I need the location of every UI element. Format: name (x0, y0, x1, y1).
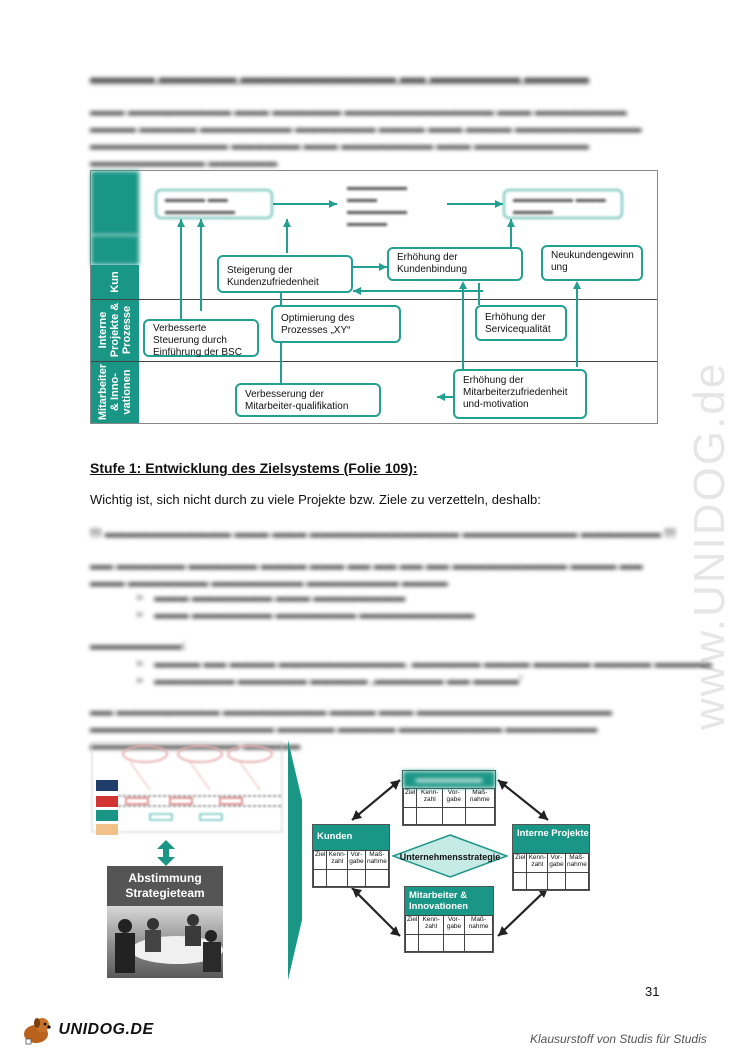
col-ziel: Ziel (312, 850, 328, 870)
blurred-box-3: ▬▬▬▬▬▬ ▬▬▬ ▬▬▬▬ (503, 189, 623, 219)
team-photo-image (115, 914, 223, 973)
blurred-box-2: ▬▬▬▬▬▬ ▬▬▬ ▬▬▬▬▬▬ ▬▬▬▬ (337, 177, 447, 229)
col-ziel: Ziel (512, 853, 528, 873)
col-vorgabe: Vor-gabe (547, 853, 566, 873)
color-strip-orange (96, 824, 118, 835)
cause-effect-diagram: Kun Interne Projekte & Prozesse Mitarbei… (90, 170, 658, 424)
col-ziel: Ziel (402, 788, 418, 808)
logo-text: UNIDOG.DE (58, 1021, 154, 1038)
box-steuerung: Verbesserte Steuerung durch Einführung d… (143, 319, 259, 358)
col-kennzahl: Kenn-zahl (526, 853, 549, 873)
watermark-text: www.UNIDOG.de (685, 362, 734, 731)
blurred-bullet-3: ➢ ▬▬▬▬ ▬▬ ▬▬▬▬ ▬▬▬▬▬▬▬▬▬▬▬, ▬▬▬▬▬▬ ▬▬▬▬ … (135, 658, 712, 670)
perspective-interne: Interne Projekte & Prozesse ZielKenn-zah… (512, 824, 590, 891)
blurred-paragraph: ▬▬▬ ▬▬▬▬▬▬▬▬▬ ▬▬▬ ▬▬▬▬▬▬ ▬▬▬▬▬▬▬▬▬▬▬▬▬ ▬… (90, 106, 642, 169)
footer-slogan: Klausurstoff von Studis für Studis (530, 1032, 707, 1046)
blurred-box-1: ▬▬▬▬ ▬▬ ▬▬▬▬▬▬▬ (155, 189, 273, 219)
col-kennzahl: Kenn-zahl (416, 788, 443, 808)
strategy-label: Unternehmensstrategie (400, 852, 501, 862)
team-photo (107, 906, 223, 978)
watermark: www.UNIDOG.de (685, 362, 734, 731)
color-strip-blue (96, 780, 118, 791)
col-vorgabe: Vor-gabe (347, 850, 366, 870)
strategy-graphic: Abstimmung Strategieteam (90, 740, 590, 980)
row-divider-1 (91, 299, 657, 300)
row-divider-2 (91, 361, 657, 362)
col-vorgabe: Vor-gabe (442, 915, 466, 935)
box-qualifikation: Verbesserung der Mitarbeiter-qualifikati… (235, 383, 381, 417)
team-label: Abstimmung Strategieteam (107, 866, 223, 906)
col-massnahme: Maß-nahme (364, 850, 390, 870)
unidog-logo: UNIDOG.DE (20, 1015, 154, 1045)
box-servicequalitaet: Erhöhung der Servicequalität (475, 305, 567, 341)
col-ziel: Ziel (404, 915, 420, 935)
col-kennzahl: Kenn-zahl (418, 915, 444, 935)
color-strip-red (96, 796, 118, 807)
diagram-connectors (177, 200, 581, 401)
box-kundenbindung: Erhöhung der Kundenbindung (387, 247, 523, 281)
col-vorgabe: Vor-gabe (441, 788, 466, 808)
col-massnahme: Maß-nahme (464, 788, 496, 808)
band-prozesse: Interne Projekte & Prozesse (91, 299, 139, 361)
strategy-diamond: Unternehmensstrategie (392, 834, 508, 878)
double-arrow-icon (157, 840, 175, 866)
band-mitarbeiter: Mitarbeiter & Inno- vationen (91, 361, 139, 423)
perspective-connectors (351, 779, 549, 937)
box-neukunden: Neukundengewinn ung (541, 245, 643, 281)
blurred-scorecard-columns (91, 741, 283, 833)
blurred-band-finanzen (91, 171, 139, 235)
box-mitarbeiterzufriedenheit: Erhöhung der Mitarbeiterzufriedenheit un… (453, 369, 587, 419)
blurred-bullet-2: ➢ ▬▬▬ ▬▬▬▬▬▬▬ ▬▬▬▬▬▬▬ ▬▬▬▬▬▬▬▬▬▬ (135, 609, 475, 621)
col-massnahme: Maß-nahme (564, 853, 590, 873)
blurred-line-1: ▬▬ ▬▬▬▬▬▬ ▬▬▬▬▬▬ ▬▬▬▬ ▬▬▬ ▬▬ ▬▬ ▬▬ ▬▬ ▬▬… (90, 560, 643, 589)
perspective-header-interne: Interne Projekte & Prozesse (513, 825, 589, 853)
band-kunden: Kun (91, 265, 139, 299)
blurred-bullet-4: ➢ ▬▬▬▬▬▬▬ ▬▬▬▬▬▬ ▬▬▬▬▬ „▬▬▬▬▬▬ ▬▬ ▬▬▬▬“ (135, 675, 523, 687)
blurred-perspective-header: ▬▬▬▬▬▬▬ (403, 771, 495, 788)
col-kennzahl: Kenn-zahl (326, 850, 349, 870)
page-number: 31 (645, 984, 660, 999)
blurred-bullet-1: ➢ ▬▬▬ ▬▬▬▬▬▬▬ ▬▬▬ ▬▬▬▬▬▬▬▬ (135, 592, 406, 604)
box-kundenzufriedenheit: Steigerung der Kundenzufriedenheit (217, 255, 353, 293)
col-massnahme: Maß-nahme (464, 915, 493, 935)
section-title: Stufe 1: Entwicklung des Zielsystems (Fo… (90, 460, 418, 476)
dog-icon (24, 1018, 51, 1045)
chevron-arrow-icon (288, 740, 302, 980)
blurred-emphasis: !!! ▬▬▬▬▬▬▬▬▬▬▬ ▬▬▬ ▬▬▬ ▬▬▬▬▬▬▬▬▬▬▬▬▬ ▬▬… (90, 528, 676, 540)
color-strip-teal (96, 810, 118, 821)
intro-text: Wichtig ist, sich nicht durch zu viele P… (90, 492, 541, 507)
perspective-header-kunden: Kunden (313, 825, 389, 850)
blurred-band-kunden-top (91, 235, 139, 265)
perspective-header-mitarbeiter: Mitarbeiter & Innovationen (405, 887, 493, 915)
box-optimierung: Optimierung des Prozesses „XY“ (271, 305, 401, 343)
blurred-heading: ▬▬▬▬▬ ▬▬▬▬▬▬ ▬▬▬▬▬▬▬▬▬▬▬▬ ▬▬ ▬▬▬▬▬▬▬ ▬▬▬… (90, 70, 590, 85)
blurred-label: ▬▬▬▬▬▬▬▬: (90, 640, 186, 652)
